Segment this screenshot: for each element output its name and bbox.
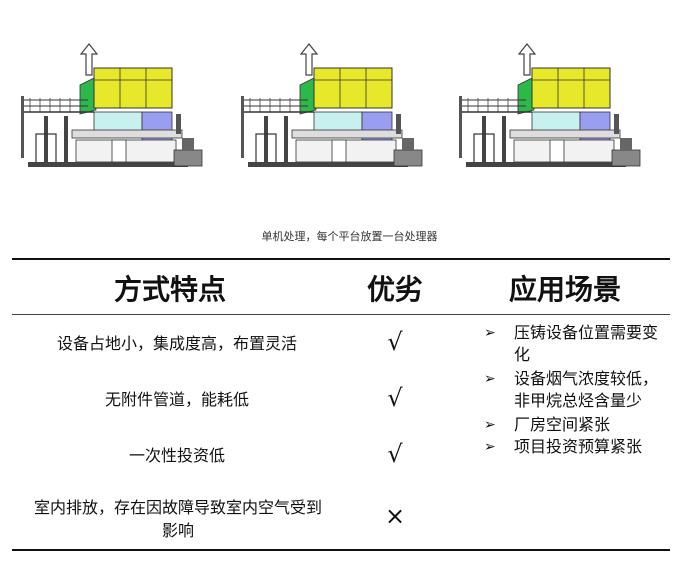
application-item-text: 项目投资预算紧张: [514, 437, 643, 456]
machine-illustration-2: [238, 40, 430, 190]
check-mark: √: [387, 384, 403, 412]
header-feature: 方式特点: [113, 273, 226, 306]
die-casting-machine-with-processor-2: [241, 43, 423, 167]
exhaust-arrow-icon: [517, 43, 537, 76]
arrow-bullet-icon: ➢: [484, 371, 496, 387]
exhaust-arrow-icon: [299, 43, 319, 76]
feature-cell: 设备占地小，集成度高，布置灵活: [56, 334, 297, 353]
application-item-text: 压铸设备位置需要变化: [514, 323, 659, 364]
check-mark: √: [387, 440, 403, 468]
list-item: ➢ 设备烟气浓度较低，非甲烷总烃含量少: [480, 368, 660, 412]
machine-illustration-3: [456, 40, 648, 190]
arrow-bullet-icon: ➢: [484, 417, 496, 433]
table-bottom-rule: [12, 549, 670, 551]
feature-cell: 无附件管道，能耗低: [104, 390, 249, 409]
arrow-bullet-icon: ➢: [484, 439, 496, 455]
header-application: 应用场景: [508, 273, 621, 306]
application-list: ➢ 压铸设备位置需要变化 ➢ 设备烟气浓度较低，非甲烷总烃含量少 ➢ 厂房空间紧…: [480, 322, 660, 458]
application-item-text: 设备烟气浓度较低，非甲烷总烃含量少: [514, 369, 659, 410]
machine-illustration-1: [18, 40, 210, 190]
arrow-bullet-icon: ➢: [484, 325, 496, 341]
die-casting-machine-with-processor-3: [459, 43, 641, 167]
feature-cell: 室内排放，存在因故障导致室内空气受到影响: [33, 498, 322, 540]
feature-cell: 一次性投资低: [128, 446, 225, 465]
die-casting-machine-with-processor-1: [21, 43, 203, 167]
cross-mark: ×: [384, 502, 406, 530]
exhaust-arrow-icon: [79, 43, 99, 76]
application-item-text: 厂房空间紧张: [514, 415, 611, 434]
list-item: ➢ 项目投资预算紧张: [480, 436, 660, 458]
figure-caption: 单机处理，每个平台放置一台处理器: [261, 230, 438, 243]
table-top-rule: [12, 258, 670, 260]
header-pros-cons: 优劣: [366, 273, 423, 306]
list-item: ➢ 压铸设备位置需要变化: [480, 322, 660, 366]
check-mark: √: [387, 328, 403, 356]
table-header-rule: [12, 314, 670, 315]
list-item: ➢ 厂房空间紧张: [480, 414, 660, 436]
